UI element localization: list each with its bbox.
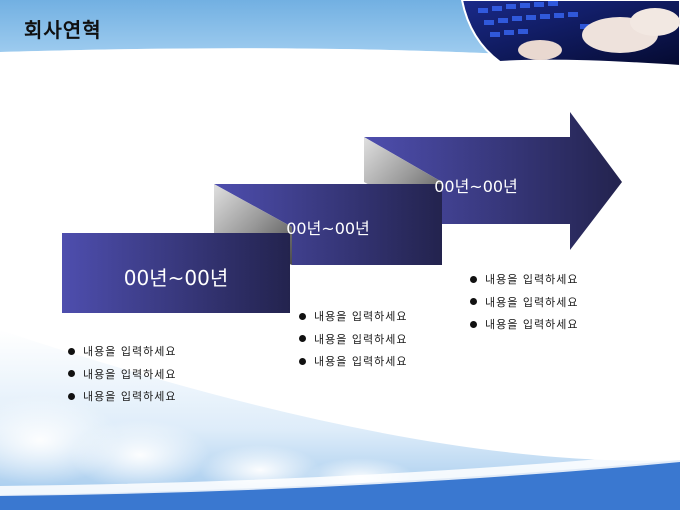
list-item: 내용을 입력하세요: [68, 385, 176, 408]
keyboard-photo: [460, 0, 680, 68]
page-title: 회사연혁: [24, 18, 102, 42]
step-2-label: 00년~00년: [286, 219, 370, 238]
step-1-bullets: 내용을 입력하세요 내용을 입력하세요 내용을 입력하세요: [68, 340, 176, 408]
list-item: 내용을 입력하세요: [68, 340, 176, 363]
bullet-dot-icon: [299, 335, 306, 343]
bullet-dot-icon: [68, 370, 75, 378]
list-item: 내용을 입력하세요: [299, 328, 407, 351]
step-3-arrow: [364, 112, 622, 250]
bullet-dot-icon: [68, 347, 75, 355]
list-item: 내용을 입력하세요: [299, 305, 407, 328]
step-2-bullets: 내용을 입력하세요 내용을 입력하세요 내용을 입력하세요: [299, 305, 407, 373]
step-2-block: [214, 184, 442, 265]
list-item: 내용을 입력하세요: [68, 363, 176, 386]
bullet-dot-icon: [470, 275, 477, 283]
bullet-dot-icon: [470, 320, 477, 328]
step-1-block: [62, 233, 290, 313]
step-3-bullets: 내용을 입력하세요 내용을 입력하세요 내용을 입력하세요: [470, 268, 578, 336]
bullet-dot-icon: [68, 392, 75, 400]
bullet-dot-icon: [299, 312, 306, 320]
list-item: 내용을 입력하세요: [299, 350, 407, 373]
list-item: 내용을 입력하세요: [470, 268, 578, 291]
step-3-label: 00년~00년: [434, 177, 518, 196]
list-item: 내용을 입력하세요: [470, 313, 578, 336]
timeline-graphic: [62, 112, 622, 313]
bullet-dot-icon: [470, 298, 477, 306]
step-1-label: 00년~00년: [123, 266, 229, 290]
list-item: 내용을 입력하세요: [470, 291, 578, 314]
bullet-dot-icon: [299, 357, 306, 365]
